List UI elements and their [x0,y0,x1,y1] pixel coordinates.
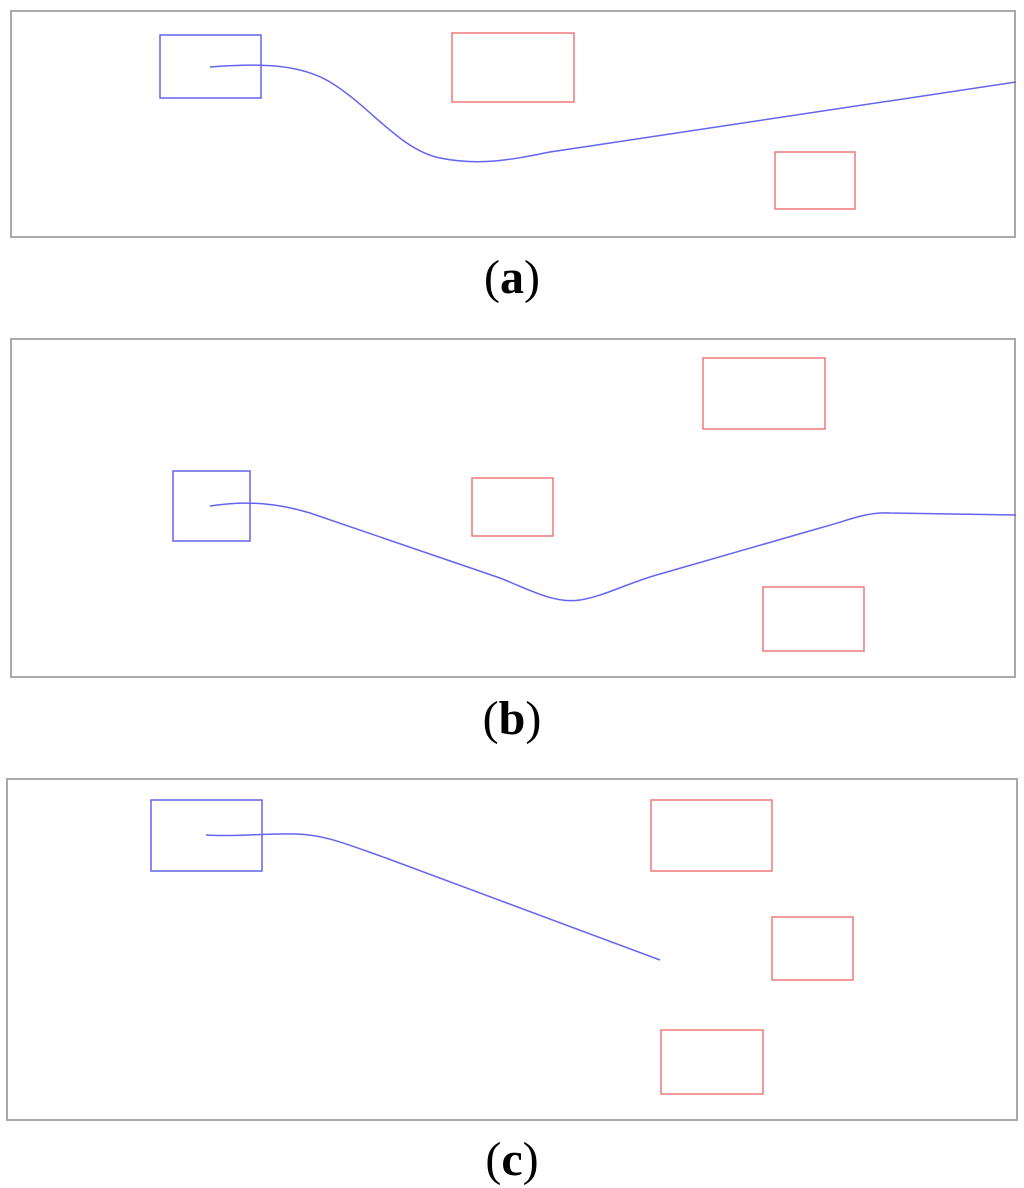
panel-a-trajectory [209,64,1016,163]
caption-b-letter: b [498,692,526,745]
panel-b-frame [10,338,1016,678]
panel-a [10,10,1016,238]
panel-b-canvas [10,338,1016,678]
panel-b-obstacle-2 [471,477,554,537]
panel-a-frame [10,10,1016,238]
panel-c-canvas [6,778,1018,1121]
panel-c-obstacle-1 [650,799,773,872]
panel-c-trajectory [205,833,661,961]
caption-a: (a) [0,252,1024,304]
caption-b-close-paren: ) [525,692,542,745]
panel-b [10,338,1016,678]
caption-c-open-paren: ( [485,1133,502,1186]
caption-b: (b) [0,693,1024,745]
panel-c [6,778,1018,1121]
panel-b-obstacle-1 [702,357,826,430]
caption-a-open-paren: ( [484,251,500,304]
panel-a-start-box [159,34,262,99]
caption-a-close-paren: ) [524,251,540,304]
panel-c-frame [6,778,1018,1121]
caption-a-letter: a [500,251,524,304]
caption-b-open-paren: ( [482,692,499,745]
panel-a-obstacle-1 [451,32,575,103]
panel-b-start-box [172,470,251,542]
panel-b-trajectory [209,502,1016,602]
panel-b-obstacle-3 [762,586,865,652]
caption-c-letter: c [501,1133,523,1186]
caption-c-close-paren: ) [522,1133,539,1186]
panel-c-obstacle-2 [771,916,854,981]
panel-c-start-box [150,799,263,872]
panel-a-obstacle-2 [774,151,856,210]
panel-c-obstacle-3 [660,1029,764,1095]
caption-c: (c) [0,1134,1024,1186]
panel-a-canvas [10,10,1016,238]
